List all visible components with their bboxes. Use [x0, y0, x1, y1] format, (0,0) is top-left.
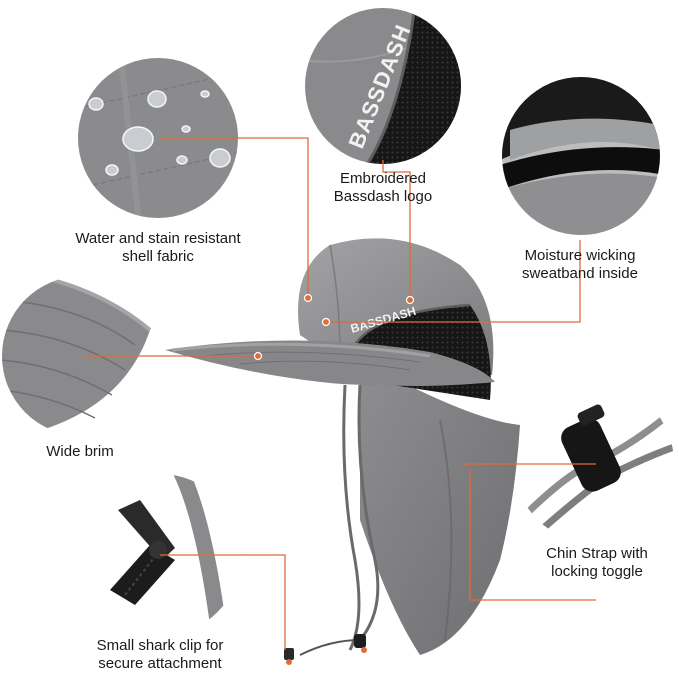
label-sweatband-line2: sweatband inside — [522, 265, 638, 282]
label-logo-line2: Bassdash logo — [333, 188, 433, 205]
wide-brim-closeup — [0, 272, 166, 440]
label-sweatband: Moisture wicking sweatband inside — [505, 247, 655, 283]
label-embroidered-logo: Embroidered Bassdash logo — [313, 170, 453, 206]
label-wide-brim: Wide brim — [30, 443, 130, 461]
label-clip-line2: secure attachment — [98, 655, 222, 672]
chin-strap-toggle-closeup — [510, 379, 678, 547]
callout-leader-lines — [83, 137, 596, 650]
sweatband-closeup — [498, 73, 664, 239]
toggle-icon — [561, 418, 621, 492]
label-clip-line1: Small shark clip for — [96, 637, 224, 654]
label-sweatband-line1: Moisture wicking — [524, 247, 636, 264]
callout-dots — [253, 293, 415, 361]
embroidered-logo-closeup: BASSDASH — [301, 4, 465, 168]
label-water-line2: shell fabric — [122, 248, 194, 265]
label-water-resistant: Water and stain resistant shell fabric — [48, 230, 268, 266]
label-brim-line1: Wide brim — [46, 443, 114, 460]
label-chinstrap-line2: locking toggle — [551, 563, 643, 580]
bucket-hat-main: BASSDASH — [165, 238, 520, 665]
label-shark-clip: Small shark clip for secure attachment — [70, 637, 250, 673]
label-logo-line1: Embroidered — [340, 170, 426, 187]
label-chinstrap-line1: Chin Strap with — [546, 545, 648, 562]
label-water-line1: Water and stain resistant — [75, 230, 241, 247]
label-chin-strap: Chin Strap with locking toggle — [527, 545, 667, 581]
water-resistant-fabric-closeup — [74, 54, 242, 222]
